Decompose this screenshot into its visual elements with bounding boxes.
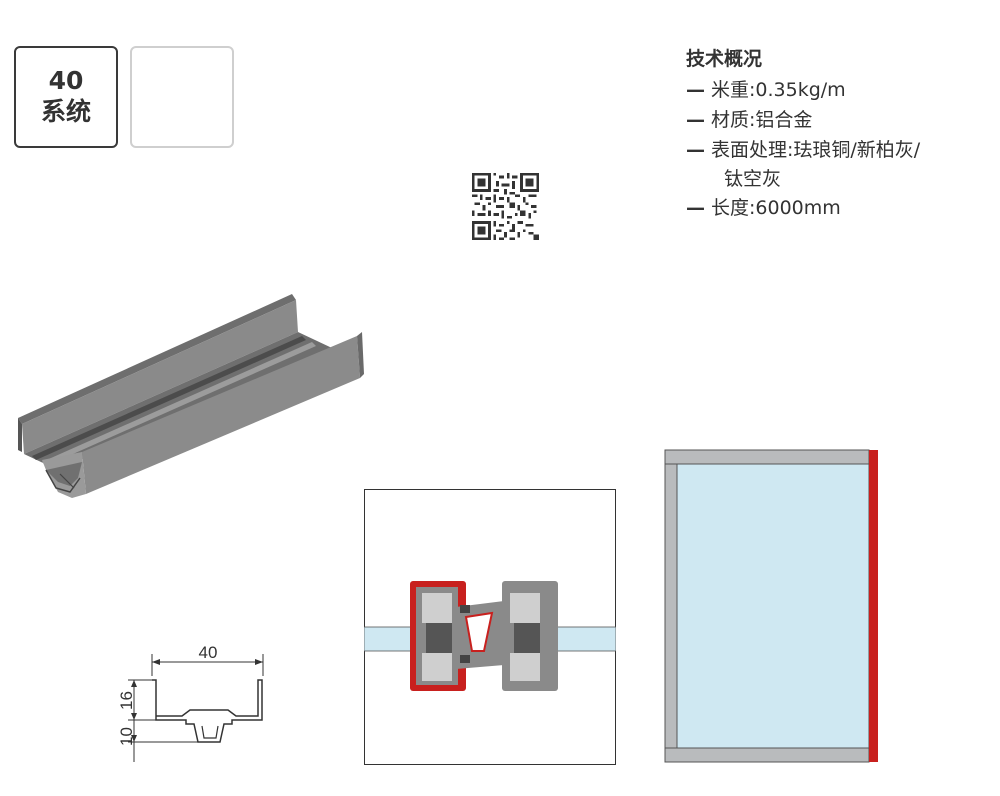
dim-upper-label: 16 <box>120 691 136 710</box>
system-label: 系统 <box>40 97 91 126</box>
bullet-dash: — <box>686 79 705 101</box>
qr-code-icon[interactable] <box>472 173 539 240</box>
system-badge: 40 系统 <box>14 46 118 148</box>
spec-length: — 长度:6000mm <box>686 193 996 223</box>
dim-lower-label: 10 <box>120 727 136 746</box>
spec-finish-text: 表面处理:珐琅铜/新柏灰/ <box>711 139 921 161</box>
spec-finish: — 表面处理:珐琅铜/新柏灰/ <box>686 135 996 165</box>
system-number: 40 <box>48 66 84 95</box>
spec-finish-continued: 钛空灰 <box>724 168 782 190</box>
empty-badge <box>130 46 234 148</box>
bullet-dash: — <box>686 139 705 161</box>
spec-material-text: 材质:铝合金 <box>711 109 813 131</box>
spec-weight: — 米重:0.35kg/m <box>686 75 996 105</box>
bullet-dash: — <box>686 197 705 219</box>
profile-3d-illustration <box>18 294 364 498</box>
profile-section-drawing: 40 16 10 <box>120 643 264 762</box>
tech-specs: 技术概况 — 米重:0.35kg/m — 材质:铝合金 — 表面处理:珐琅铜/新柏灰/… <box>686 44 996 223</box>
bullet-dash: — <box>686 109 705 131</box>
elevation-view <box>662 447 878 765</box>
spec-material: — 材质:铝合金 <box>686 105 996 135</box>
dim-width-label: 40 <box>199 643 218 662</box>
spec-weight-text: 米重:0.35kg/m <box>711 79 846 101</box>
spec-length-text: 长度:6000mm <box>711 197 841 219</box>
frame-section-drawing <box>364 489 616 765</box>
specs-title: 技术概况 <box>686 48 763 70</box>
